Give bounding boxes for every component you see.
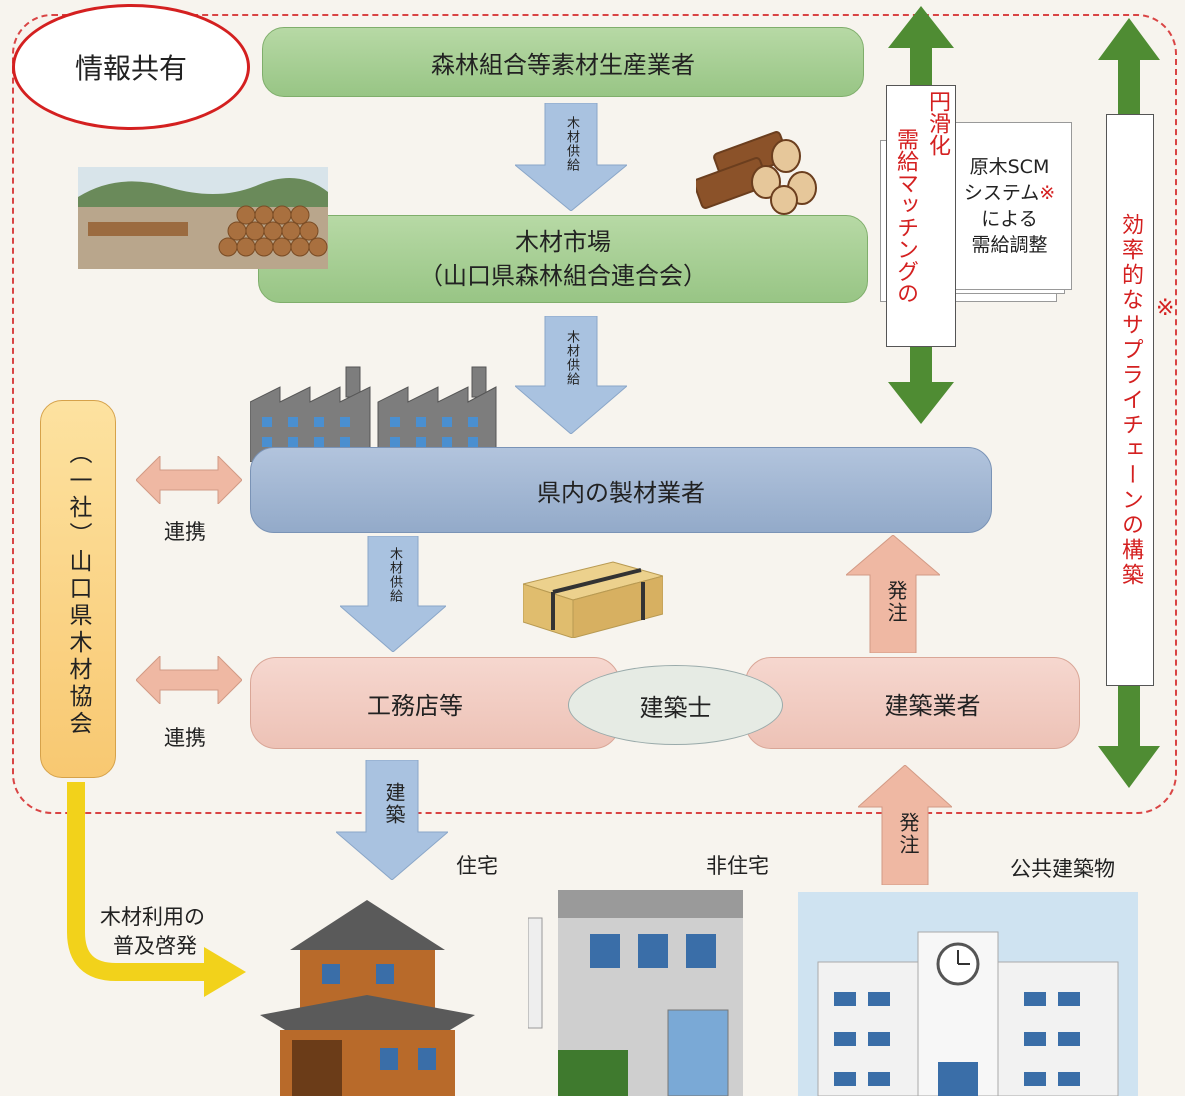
scm-mark: ※ [1039, 182, 1056, 204]
supply-label-2: 木材供給 [564, 330, 579, 386]
supply-arrow-1 [515, 103, 627, 211]
builders-box: 建築業者 [745, 657, 1080, 749]
supply-label-3: 木材供給 [387, 547, 402, 603]
public-building-icon [798, 892, 1138, 1096]
promotion-label-2: 普及啓発 [113, 934, 197, 958]
association-label: （一社）山口県木材協会 [65, 440, 91, 738]
architect-oval: 建築士 [568, 665, 783, 745]
cooperation-arrow-1 [136, 456, 242, 504]
info-share-oval: 情報共有 [12, 4, 250, 130]
house-icon [260, 900, 475, 1096]
non-house-building-icon [528, 890, 743, 1096]
sawmills-box: 県内の製材業者 [250, 447, 992, 533]
supply-chain-label: 効率的なサプライチェーンの構築 [1118, 212, 1143, 588]
timber-market-box: 木材市場 （山口県森林組合連合会） [258, 215, 868, 303]
scm-line-2: システム※ [963, 182, 1056, 204]
koumuten-box: 工務店等 [250, 657, 620, 749]
supply-label-1: 木材供給 [564, 116, 579, 172]
build-arrow [336, 760, 448, 880]
house-label: 住宅 [456, 854, 498, 878]
koumuten-label: 工務店等 [367, 691, 463, 720]
market-label-2: （山口県森林組合連合会） [419, 262, 707, 290]
order-label-2: 発注 [896, 812, 920, 856]
supply-chain-label-box: 効率的なサプライチェーンの構築 [1106, 114, 1154, 686]
promotion-label-1: 木材利用の [100, 905, 205, 929]
architect-label: 建築士 [639, 693, 712, 722]
build-label: 建築 [382, 782, 406, 826]
info-sharing-region [12, 14, 1177, 814]
supply-chain-mark: ※ [1156, 296, 1175, 321]
cooperation-label-2: 連携 [164, 726, 206, 750]
non-house-label: 非住宅 [706, 854, 769, 878]
lumber-bundle-icon [523, 561, 663, 638]
scm-line-3: による [981, 208, 1038, 230]
cooperation-label-1: 連携 [164, 520, 206, 544]
order-arrow-1 [846, 535, 940, 653]
scm-line-1: 原木SCM [969, 156, 1050, 178]
matching-label-2: 円滑化 [925, 90, 950, 156]
market-label-1: 木材市場 [515, 228, 611, 256]
builders-label: 建築業者 [884, 691, 981, 720]
order-arrow-2 [858, 765, 952, 885]
matching-label-box: 需給マッチングの 円滑化 [886, 85, 956, 347]
sawmills-label: 県内の製材業者 [537, 478, 705, 507]
producers-box: 森林組合等素材生産業者 [262, 27, 864, 97]
scm-line-4: 需給調整 [971, 234, 1048, 256]
matching-label-1: 需給マッチングの [893, 128, 918, 304]
factory-icon [250, 366, 497, 462]
info-share-label: 情報共有 [74, 52, 187, 85]
cooperation-arrow-2 [136, 656, 242, 704]
producers-label: 森林組合等素材生産業者 [431, 50, 695, 79]
log-yard-photo [78, 167, 328, 269]
association-box: （一社）山口県木材協会 [40, 400, 116, 778]
supply-arrow-2 [515, 316, 627, 434]
supply-arrow-3 [340, 536, 446, 652]
order-label-1: 発注 [884, 580, 908, 624]
public-building-label: 公共建築物 [1010, 857, 1115, 881]
logs-icon [696, 131, 817, 215]
promotion-arrow [67, 782, 246, 997]
